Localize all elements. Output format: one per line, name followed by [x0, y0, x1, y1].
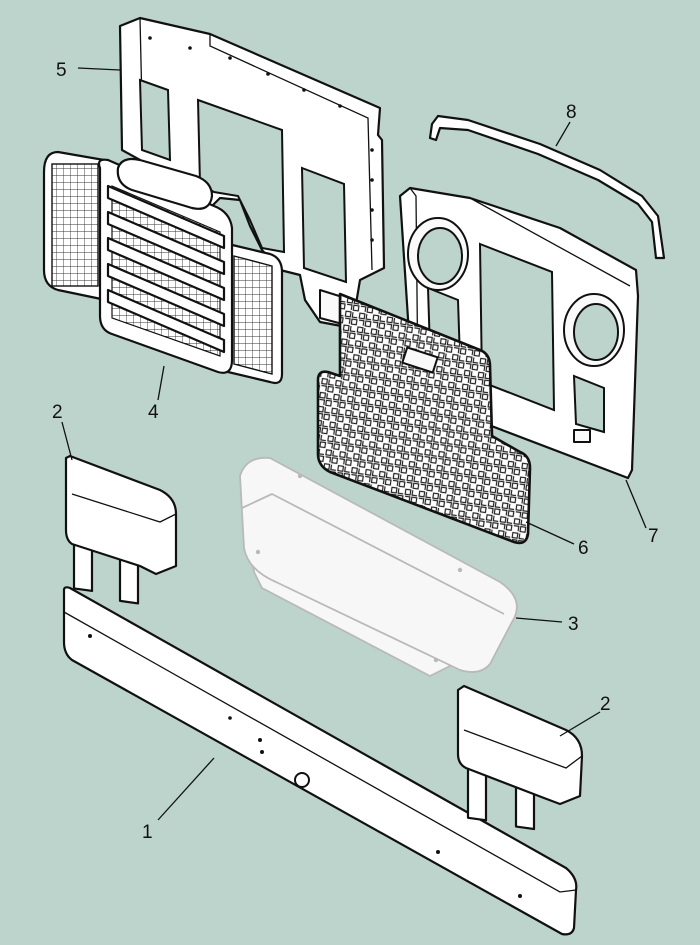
callout-7: 7: [648, 526, 659, 547]
part-4-front-grille: [42, 150, 284, 385]
leader-4: [157, 365, 165, 401]
part-1-bumper-bar: [62, 586, 578, 936]
callout-8: 8: [566, 102, 577, 123]
part-8-seal-strip: [428, 114, 666, 260]
grille-slats: [106, 184, 226, 354]
callout-labels: 1 2 2 3 4 5 6 7 8: [52, 60, 659, 843]
callout-5: 5: [56, 60, 67, 81]
part-2-left-bumper-end: [64, 454, 178, 605]
callout-2-right: 2: [600, 694, 611, 715]
leader-7: [625, 479, 647, 529]
part-2-right-bumper-end: [456, 684, 584, 831]
panel-5-rivets: [148, 36, 374, 242]
leader-8: [555, 121, 571, 147]
leader-2b: [559, 711, 601, 737]
bumper-tow-eye-icon: [294, 772, 310, 788]
leader-1: [157, 757, 215, 821]
callout-3: 3: [568, 614, 579, 635]
callout-4: 4: [148, 402, 159, 423]
leader-lines: [61, 67, 647, 821]
leader-5: [77, 67, 121, 71]
callout-1: 1: [142, 822, 153, 843]
leader-3: [515, 617, 563, 623]
leader-2a: [61, 421, 73, 461]
leader-6: [525, 521, 575, 545]
callout-2-left: 2: [52, 402, 63, 423]
callout-6: 6: [578, 538, 589, 559]
part-3-undertray: [239, 456, 518, 677]
part-6-mesh-panel: [316, 292, 532, 545]
